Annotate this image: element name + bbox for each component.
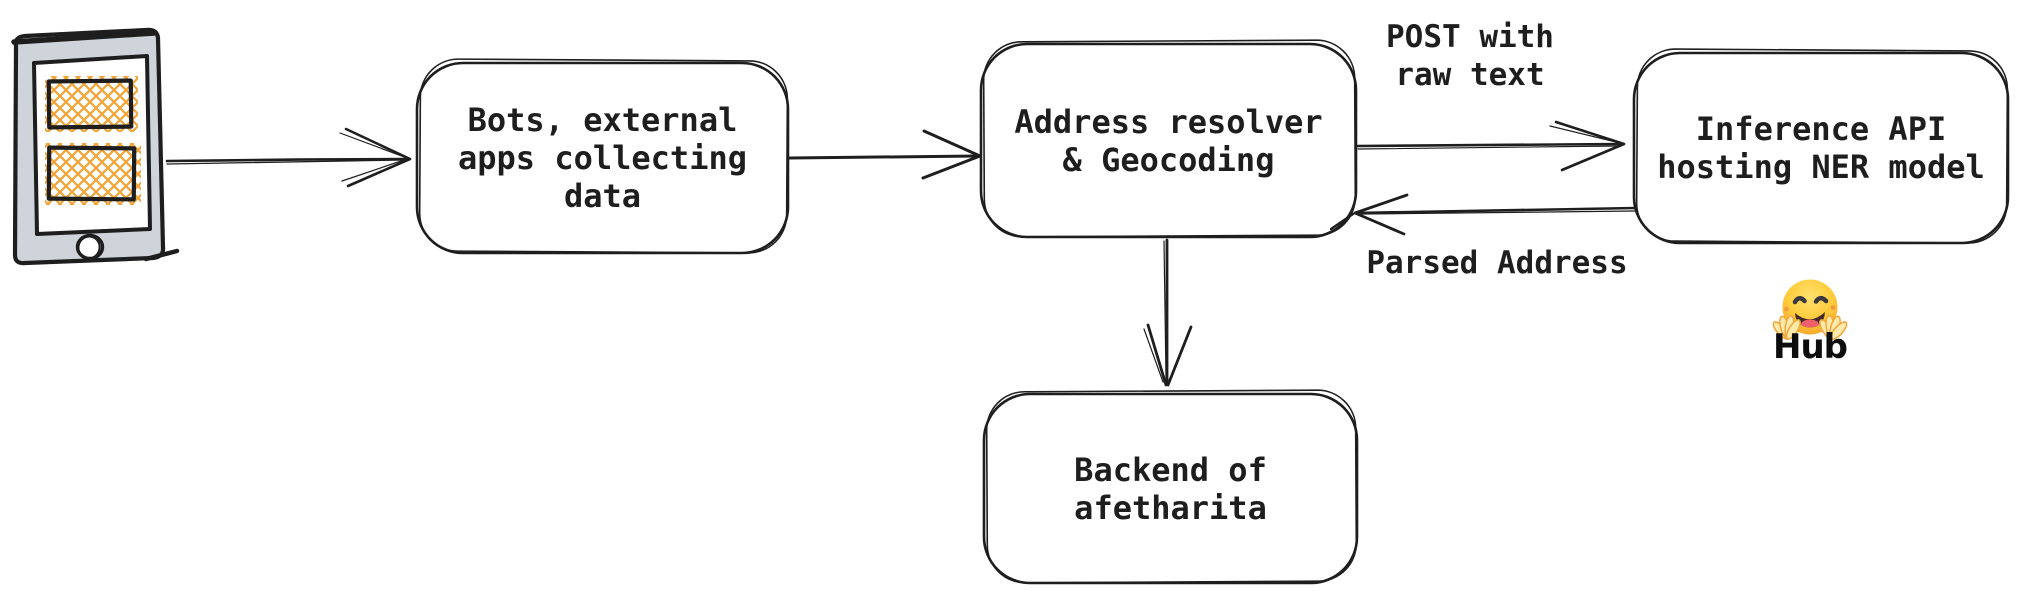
arrow-resolver-to-inference (1356, 120, 1626, 172)
node-resolver-box (979, 39, 1358, 239)
node-backend-box (982, 389, 1359, 585)
mobile-device-icon (11, 27, 180, 266)
data-item-hatch-2 (45, 143, 141, 205)
arrow-resolver-to-backend (1143, 238, 1193, 387)
phone-bottom-overshoot (143, 248, 180, 262)
data-item-border-1 (46, 78, 134, 130)
hub-badge: Hub (1767, 276, 1853, 372)
data-item-border-2 (46, 145, 137, 202)
hub-label: Hub (1773, 327, 1848, 367)
phone-home-button-sketch (77, 235, 101, 260)
arrow-inference-to-resolver (1329, 193, 1638, 236)
hugging-face-icon (1772, 279, 1848, 340)
node-inference-box (1632, 48, 2010, 245)
arrow-phone-to-bots (165, 127, 412, 188)
data-item-hatch-1 (45, 76, 138, 132)
phone-top-edge (11, 30, 157, 45)
node-bots-box (415, 58, 790, 255)
arrow-bots-to-resolver (788, 129, 982, 180)
